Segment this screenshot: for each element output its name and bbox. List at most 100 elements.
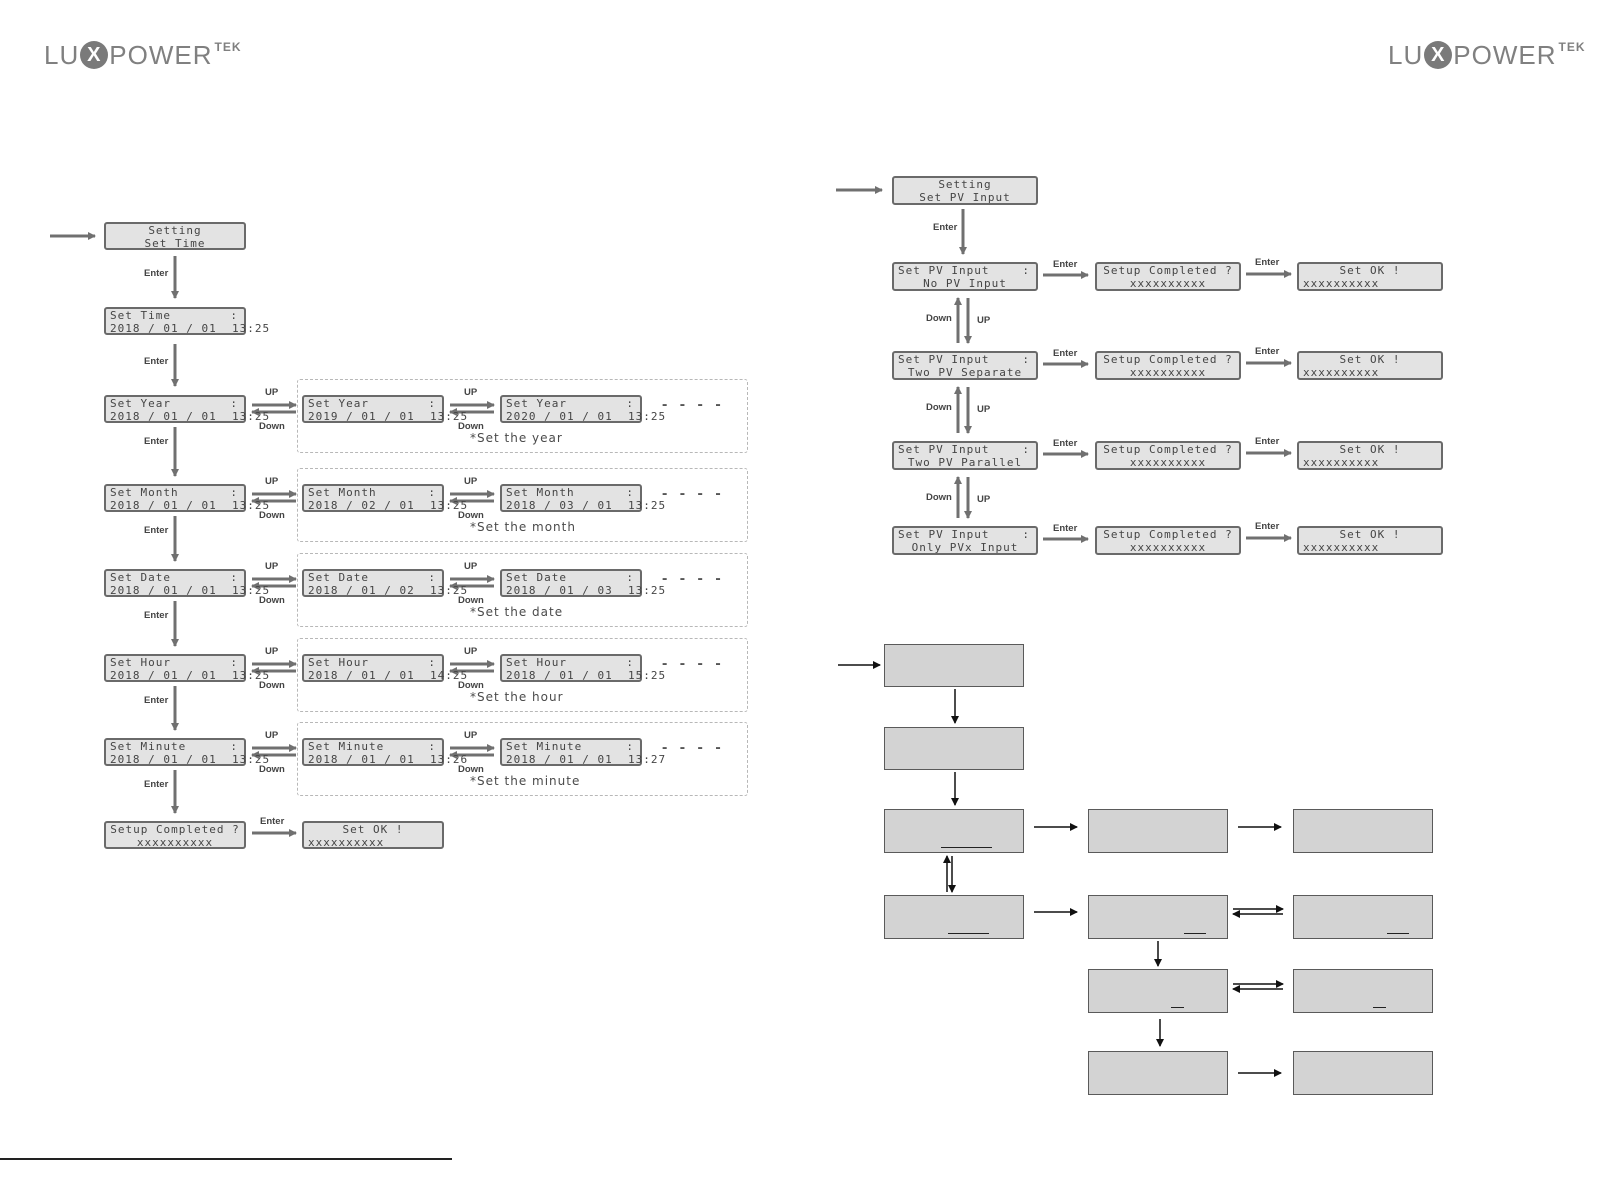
lcd-line-1: Set Hour — [506, 656, 567, 669]
logo-text-power: POWER — [1453, 39, 1557, 70]
down-label: Down — [458, 421, 484, 432]
blank-screen-box — [1088, 1051, 1228, 1095]
set-ok-screen: Set OK !xxxxxxxxxx — [302, 821, 444, 849]
lcd-line-1: Set PV Input — [898, 528, 990, 541]
lcd-colon: : — [626, 571, 634, 584]
lcd-line-1: Set PV Input — [898, 264, 990, 277]
lcd-line-1: Set OK ! — [342, 823, 404, 836]
down-label: Down — [926, 313, 952, 324]
logo-text-tek: TEK — [214, 40, 242, 54]
blank-screen-box — [884, 809, 1024, 853]
cursor-underline — [1387, 933, 1409, 934]
lcd-line-1: Set PV Input — [898, 443, 990, 456]
footer-text — [452, 1150, 1612, 1162]
down-label: Down — [259, 595, 285, 606]
lcd-line-1: Set Hour — [308, 656, 369, 669]
lcd-line-1: Set OK ! — [1339, 528, 1401, 541]
option-group-frame — [297, 468, 748, 542]
enter-label: Enter — [1255, 436, 1280, 447]
lcd-line-2: 2018 / 01 / 01 13:25 — [110, 499, 271, 512]
lcd-line-1: Setup Completed ? — [1103, 528, 1233, 541]
lcd-colon: : — [428, 571, 436, 584]
lcd-colon: : — [428, 486, 436, 499]
down-label: Down — [926, 402, 952, 413]
step-note: *Set the month — [470, 520, 576, 534]
set-ok-screen: Set OK !xxxxxxxxxx — [1297, 351, 1443, 380]
lcd-line-1: Set Year — [308, 397, 369, 410]
lcd-line-1: Set Time — [110, 309, 171, 322]
continuation-dashes: - - - - — [662, 739, 725, 756]
lcd-colon: : — [428, 397, 436, 410]
logo-text-power: POWER — [109, 39, 213, 70]
step-note: *Set the date — [470, 605, 564, 619]
enter-label: Enter — [144, 356, 169, 367]
step-note: *Set the year — [470, 431, 563, 445]
setup-completed-screen: Setup Completed ?xxxxxxxxxx — [104, 821, 246, 849]
blank-screen-box — [1293, 809, 1433, 853]
logo-text-lu: LU — [44, 39, 80, 70]
up-label: UP — [464, 387, 478, 398]
logo-x-mark: X — [1424, 41, 1453, 69]
logo-x-mark: X — [80, 41, 109, 69]
enter-label: Enter — [144, 695, 169, 706]
lcd-line-1: Set Minute — [506, 740, 583, 753]
down-label: Down — [458, 680, 484, 691]
enter-label: Enter — [933, 222, 958, 233]
setup-completed-screen: Setup Completed ?xxxxxxxxxx — [1095, 262, 1241, 291]
continuation-dashes: - - - - — [662, 485, 725, 502]
lcd-colon: : — [1022, 528, 1030, 541]
lcd-line-2: Two PV Parallel — [907, 456, 1023, 469]
cursor-underline — [941, 847, 992, 848]
enter-label: Enter — [1053, 523, 1078, 534]
lcd-line-2: xxxxxxxxxx — [1303, 541, 1380, 554]
lcd-line-2: Only PVx Input — [911, 541, 1019, 554]
down-label: Down — [458, 510, 484, 521]
footer-rule — [0, 1158, 452, 1160]
lcd-colon: : — [230, 397, 238, 410]
set-ok-screen: Set OK !xxxxxxxxxx — [1297, 441, 1443, 470]
lcd-colon: : — [626, 397, 634, 410]
lcd-line-1: Set Year — [110, 397, 171, 410]
lcd-line-1: Setting — [148, 224, 202, 237]
up-label: UP — [265, 730, 279, 741]
enter-label: Enter — [1255, 346, 1280, 357]
option-group-frame — [297, 638, 748, 712]
lcd-line-2: xxxxxxxxxx — [1129, 366, 1207, 379]
lcd-line-2: Set Time — [144, 237, 206, 250]
down-label: Down — [259, 764, 285, 775]
blank-screen-box — [884, 644, 1024, 687]
continuation-dashes: - - - - — [662, 396, 725, 413]
down-label: Down — [458, 595, 484, 606]
blank-screen-box — [1293, 895, 1433, 939]
lcd-line-1: Set OK ! — [1339, 443, 1401, 456]
up-label: UP — [464, 730, 478, 741]
lcd-line-2: 2018 / 01 / 01 13:25 — [110, 322, 271, 335]
lcd-line-1: Setting — [938, 178, 992, 191]
lcd-line-1: Set Month — [308, 486, 377, 499]
down-label: Down — [259, 421, 285, 432]
lcd-line-2: Two PV Separate — [907, 366, 1023, 379]
lcd-line-1: Set OK ! — [1339, 264, 1401, 277]
enter-label: Enter — [1053, 438, 1078, 449]
blank-screen-box — [1088, 809, 1228, 853]
lcd-line-1: Set Date — [110, 571, 171, 584]
lcd-line-1: Set Minute — [308, 740, 385, 753]
blank-screen-box — [1293, 969, 1433, 1013]
lcd-line-2: xxxxxxxxxx — [1303, 366, 1380, 379]
lcd-line-2: xxxxxxxxxx — [1129, 456, 1207, 469]
setup-completed-screen: Setup Completed ?xxxxxxxxxx — [1095, 351, 1241, 380]
enter-label: Enter — [1053, 348, 1078, 359]
lcd-line-1: Setup Completed ? — [110, 823, 240, 836]
lcd-colon: : — [1022, 264, 1030, 277]
